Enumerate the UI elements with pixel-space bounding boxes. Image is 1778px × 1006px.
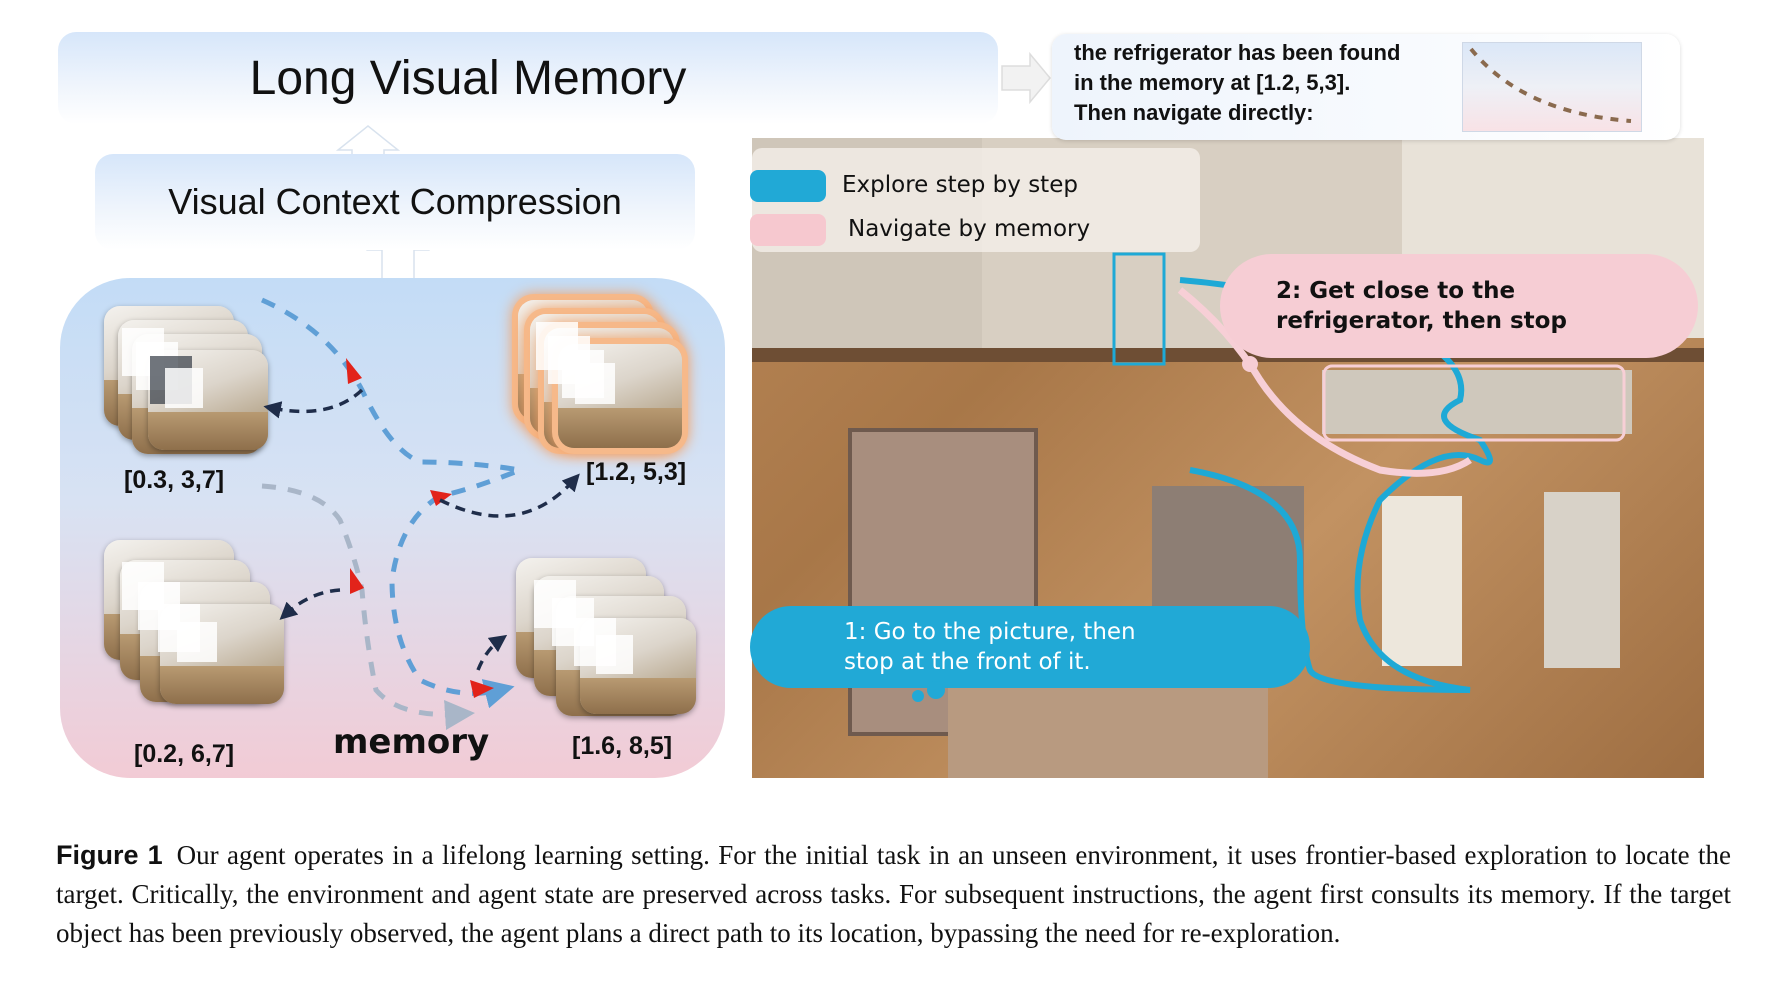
red-marker — [346, 358, 362, 384]
coord-label: [0.2, 6,7] — [134, 740, 235, 768]
instruction-cloud-1: 1: Go to the picture, then stop at the f… — [750, 606, 1310, 688]
red-marker — [470, 680, 494, 698]
instruction-1-line1: 1: Go to the picture, then — [844, 619, 1136, 645]
long-visual-memory-banner: Long Visual Memory — [58, 32, 998, 124]
legend-swatch-navigate — [750, 214, 826, 246]
cloud-tail-bubble — [1242, 356, 1258, 372]
visual-context-compression-title: Visual Context Compression — [168, 181, 622, 222]
red-marker — [350, 568, 364, 594]
refrigerator-target-box — [1322, 364, 1626, 442]
picture-target-box — [1112, 252, 1166, 366]
legend-label-explore: Explore step by step — [842, 172, 1078, 198]
kitchen-island — [1382, 496, 1462, 666]
memory-link — [476, 634, 508, 671]
found-line: Then navigate directly: — [1074, 100, 1314, 125]
caption-text: Our agent operates in a lifelong learnin… — [56, 840, 1731, 948]
instruction-cloud-2: 2: Get close to the refrigerator, then s… — [1220, 254, 1698, 358]
kitchen-counter — [1544, 492, 1620, 668]
memory-frame — [558, 344, 682, 448]
refrigerator-counter — [1322, 370, 1632, 434]
path-preview-inset — [1462, 42, 1642, 132]
right-arrow-icon — [1001, 51, 1051, 105]
coord-label: [0.3, 3,7] — [124, 466, 225, 494]
memory-frame — [148, 350, 268, 450]
instruction-1-line2: stop at the front of it. — [844, 649, 1091, 675]
coord-label: [1.2, 5,3] — [586, 458, 687, 486]
memory-link — [263, 388, 364, 419]
navigate-path — [1177, 287, 1472, 477]
found-line: the refrigerator has been found — [1074, 40, 1401, 65]
caption-label: Figure 1 — [56, 840, 163, 870]
instruction-2-line2: refrigerator, then stop — [1276, 308, 1567, 334]
memory-label: memory — [333, 722, 490, 762]
instruction-2-line1: 2: Get close to the — [1276, 278, 1516, 304]
legend-swatch-explore — [750, 170, 826, 202]
coord-label: [1.6, 8,5] — [572, 732, 673, 760]
legend-label-navigate: Navigate by memory — [848, 216, 1091, 242]
cloud-tail-bubble — [927, 681, 945, 699]
visual-context-compression-banner: Visual Context Compression — [95, 154, 695, 250]
legend — [752, 148, 1200, 252]
memory-frame — [160, 604, 284, 704]
gray-trajectory — [261, 483, 475, 730]
memory-link — [439, 473, 580, 518]
red-marker — [430, 490, 452, 506]
path-preview — [1469, 47, 1632, 123]
cloud-tail-bubble — [912, 690, 924, 702]
long-visual-memory-title: Long Visual Memory — [249, 51, 687, 105]
memory-found-text: the refrigerator has been found in the m… — [1074, 38, 1434, 128]
found-line: in the memory at [1.2, 5,3]. — [1074, 70, 1351, 95]
memory-link — [279, 588, 341, 620]
